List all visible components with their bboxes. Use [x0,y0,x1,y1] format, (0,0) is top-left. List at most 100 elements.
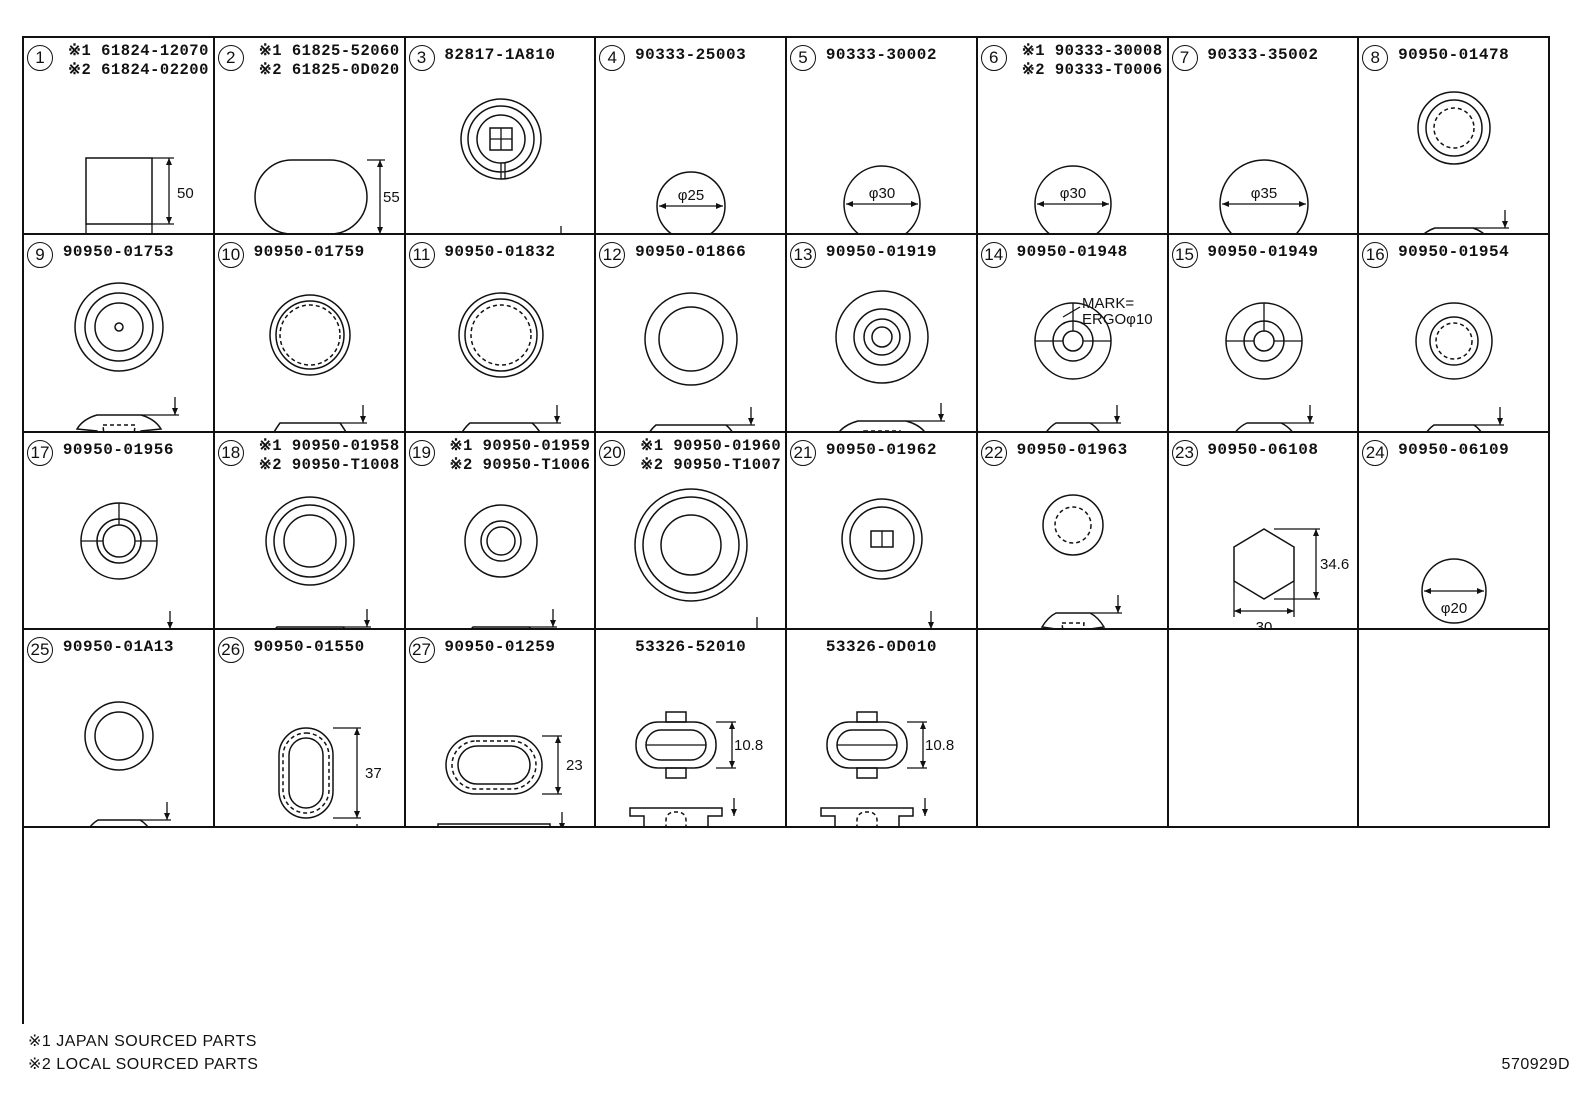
side-profile [839,420,925,431]
top-view-ring [283,514,337,568]
empty-cell [1168,630,1360,828]
oval-inner [456,745,531,786]
item-number-badge: 9 [27,242,53,269]
item-number-badge: 15 [1171,242,1198,269]
item-number-badge: 1 [27,45,53,71]
part-number-japan: ※1 61824-12070 [68,42,209,60]
part-drawing: 6φ13.5 [1415,302,1505,431]
disc-outline [1034,165,1112,234]
arrow-head [1306,416,1313,424]
part-number-text: 90950-01259 [444,638,556,657]
top-view-ring [485,526,516,556]
arrow-head [659,203,667,209]
item-number-badge: 18 [217,439,244,466]
dimension-label: 34.6 [1320,556,1349,573]
cell-header: 20※1 90950-01960※2 90950-T1007 [596,433,785,481]
dimension-label: 9.2 [1122,626,1143,630]
top-view-ring [849,506,915,572]
tab [665,767,687,780]
part-drawing: 10.8109 [820,711,954,827]
part-number-local: ※2 90333-T0006 [1021,61,1163,79]
part-number-japan: ※1 90950-01958 [258,436,400,455]
part-number: 90950-01962 [787,441,976,459]
part-number: 82817-1A810 [406,46,595,64]
part-number: 90333-25003 [596,46,785,64]
part-drawing: 5580t=2.0 [254,159,399,234]
arrow-head [1497,418,1504,426]
cell-header: 53326-0D010 [787,630,976,678]
cell-header: 53326-52010 [596,630,785,678]
arrow-head [920,722,926,730]
part-number-text: 90950-01948 [1016,243,1128,262]
top-view-ring [1252,330,1275,353]
arrow-head [1233,607,1241,614]
arrow-head [1502,221,1509,228]
arrow-head [376,227,383,234]
top-view-ring [1415,302,1493,381]
arrow-head [172,408,178,416]
footnote-japan: ※1 JAPAN SOURCED PARTS [28,1033,257,1050]
item-number-badge: 10 [217,242,244,269]
dimension-label: φ25 [678,187,704,204]
top-view-ring [102,524,136,558]
top-view-ring [94,711,144,762]
top-view-ring [835,290,929,385]
part-number-local: ※2 90950-T1006 [449,455,591,474]
hidden-slot [665,811,687,826]
arrow-head [1101,201,1109,207]
footnote-local: ※2 LOCAL SOURCED PARTS [28,1056,259,1073]
arrow-head [376,160,383,167]
dimension-label: 10.8 [734,737,763,754]
top-view-ring [74,282,164,373]
tab [856,711,878,724]
arrow-head [1477,587,1485,594]
part-number: ※1 90950-01959※2 90950-T1006 [450,437,595,475]
part-number-text: 90950-06109 [1398,440,1510,459]
dimension-label: 10 [931,823,948,827]
center-hole [114,322,124,333]
part-drawing: 371223 [278,727,381,826]
part-cell: 6※1 90333-30008※2 90333-T0006φ30(BLACK)t… [977,38,1169,236]
part-number: ※1 61825-52060※2 61825-0D020 [259,42,404,80]
arrow-head [731,809,738,817]
part-number: 90950-01259 [406,638,595,656]
part-number: 90950-01919 [787,243,976,261]
arrow-head [716,203,724,209]
part-drawing: 5.5φ38.4 [459,98,562,234]
dimension-label: 30 [1255,619,1272,630]
part-number-text: 90950-01478 [1398,46,1510,64]
arrow-head [549,619,556,627]
top-view-ring [269,294,351,377]
dimension-label: 50 [177,185,194,202]
disc-outline [843,165,921,234]
top-view-ring [1429,316,1479,367]
top-view-ring [457,292,544,379]
arrow-head [353,728,360,736]
top-view-ring [1054,506,1092,544]
item-number-badge: 5 [790,45,816,71]
top-view-ring [1433,107,1475,149]
tab [665,711,687,724]
top-view-ring [275,300,345,371]
arrow-head [1312,528,1319,536]
part-number-text: 82817-1A810 [444,46,556,64]
part-number: 53326-52010 [596,638,785,656]
top-view-ring [871,326,893,349]
disc-outline [1218,159,1309,234]
part-number-local: ※2 61825-0D020 [258,61,400,79]
part-number: ※1 61824-12070※2 61824-02200 [68,42,213,80]
part-number: 90950-01753 [24,243,213,261]
